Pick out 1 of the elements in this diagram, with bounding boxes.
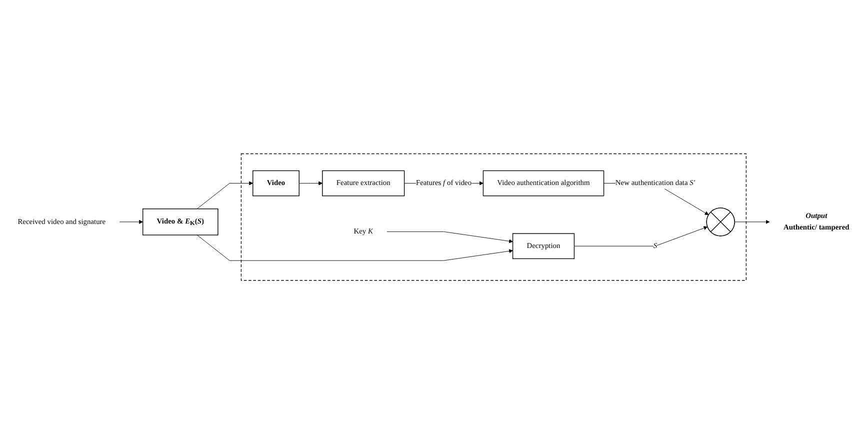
cluster: [240, 154, 747, 282]
